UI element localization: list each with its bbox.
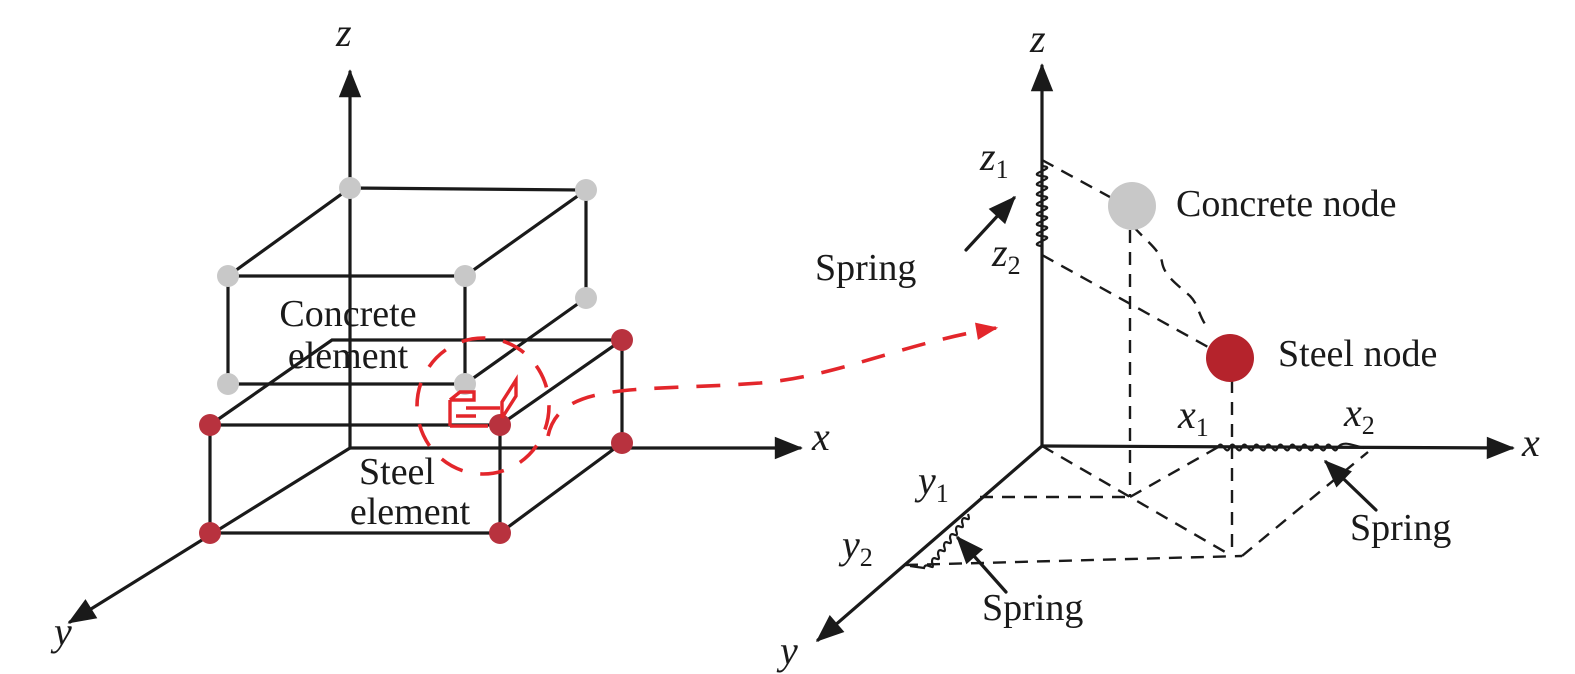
left-axes: z x y: [50, 10, 830, 654]
concrete-node: [217, 265, 239, 287]
z2-label: z2: [991, 230, 1021, 280]
concrete-node-large: [1108, 182, 1156, 230]
right-y-label: y: [776, 628, 798, 673]
spring-x-pointer: [1323, 460, 1378, 512]
concrete-nodes: [217, 177, 597, 395]
right-detail: z x y Concrete: [776, 16, 1540, 673]
steel-node: [611, 432, 633, 454]
spring-z: [1035, 160, 1049, 255]
left-model: z x y Concrete element Steel element: [50, 10, 999, 654]
mini-spring-sketch: [448, 374, 518, 428]
concrete-node: [575, 287, 597, 309]
spring-y-label: Spring: [982, 587, 1083, 629]
right-z-label: z: [1029, 16, 1046, 61]
left-y-label: y: [50, 609, 72, 654]
zoom-highlight-ellipse: [415, 336, 551, 476]
x2-label: x2: [1343, 390, 1375, 440]
steel-element-label-line2: element: [350, 491, 471, 533]
steel-node-large: [1206, 334, 1254, 382]
concrete-node: [339, 177, 361, 199]
z1-label: z1: [979, 134, 1009, 184]
steel-element-label-line1: Steel: [359, 451, 435, 493]
concrete-node: [454, 373, 476, 395]
right-x-label: x: [1521, 420, 1540, 465]
spring-y: [909, 513, 970, 570]
spring-z-label: Spring: [815, 247, 916, 289]
steel-nodes: [199, 329, 633, 544]
spring-z-pointer: [964, 195, 1016, 252]
x1-label: x1: [1177, 392, 1209, 442]
left-z-label: z: [335, 10, 352, 55]
concrete-element-label-line2: element: [288, 335, 409, 377]
concrete-node: [217, 373, 239, 395]
concrete-element-label-line1: Concrete: [279, 293, 416, 335]
left-x-label: x: [811, 414, 830, 459]
steel-node: [489, 522, 511, 544]
concrete-node-label: Concrete node: [1176, 183, 1397, 225]
steel-node: [489, 414, 511, 436]
y1-label: y1: [914, 458, 949, 508]
y2-label: y2: [838, 522, 873, 572]
right-y-axis: [815, 444, 1044, 642]
zoom-connector-arrow: [546, 322, 999, 437]
spring-x: [1216, 442, 1365, 452]
concrete-node: [575, 179, 597, 201]
zoom-highlight: [415, 322, 999, 476]
steel-node-label: Steel node: [1278, 333, 1437, 375]
steel-node: [199, 414, 221, 436]
spring-y-pointer: [956, 535, 1008, 594]
spring-x-label: Spring: [1350, 507, 1451, 549]
steel-node: [611, 329, 633, 351]
steel-node: [199, 522, 221, 544]
concrete-node: [454, 265, 476, 287]
